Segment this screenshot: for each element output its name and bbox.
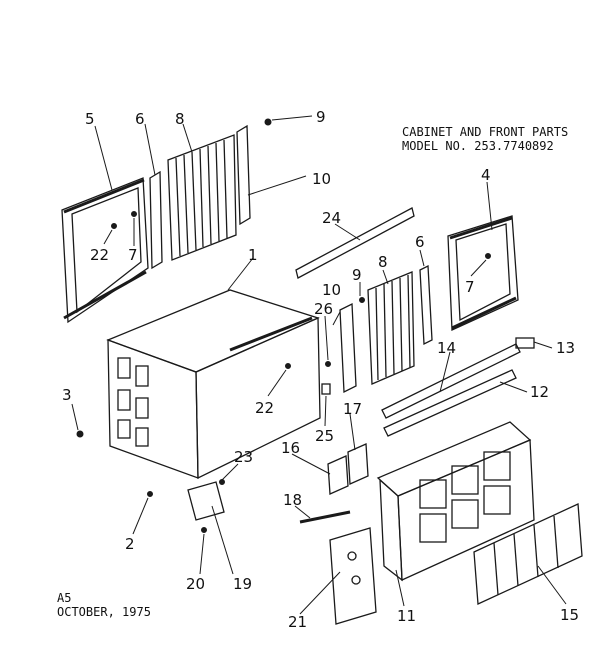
part-12-rail <box>383 369 517 437</box>
label-part-22-center: 22 <box>255 399 275 417</box>
label-part-8-right: 8 <box>378 253 388 271</box>
part-20-screw <box>201 527 207 533</box>
label-part-20: 20 <box>186 575 206 593</box>
label-part-6-left: 6 <box>135 110 145 128</box>
part-17-panel <box>347 443 369 485</box>
label-part-1: 1 <box>248 246 258 264</box>
part-6-side-strip-right <box>419 264 433 346</box>
label-part-25: 25 <box>315 427 335 445</box>
label-part-11: 11 <box>397 607 417 625</box>
part-26-screw <box>325 361 331 367</box>
part-22-screw-center <box>285 363 291 369</box>
part-10-bracket-left <box>236 124 251 226</box>
part-6-side-strip-left <box>149 170 163 270</box>
label-part-15: 15 <box>560 606 580 624</box>
label-part-23: 23 <box>234 448 254 466</box>
label-part-16: 16 <box>281 439 301 457</box>
part-23-screw <box>219 479 225 485</box>
leader-lines <box>94 123 567 615</box>
label-part-26: 26 <box>314 300 334 318</box>
part-4-frame-right <box>447 215 519 331</box>
part-25-clip <box>321 383 331 395</box>
part-3-screw <box>76 430 84 438</box>
label-part-4: 4 <box>481 166 491 184</box>
part-11-front-grille <box>376 421 535 582</box>
label-part-7-right: 7 <box>465 278 475 296</box>
label-part-9-right: 9 <box>352 266 362 284</box>
part-24-top-bar <box>295 207 415 279</box>
part-2-screw <box>147 491 153 497</box>
label-part-22-left: 22 <box>90 246 110 264</box>
part-18-rod <box>299 510 351 524</box>
label-part-12: 12 <box>530 383 550 401</box>
part-19-bracket <box>187 481 225 521</box>
label-part-10-top: 10 <box>312 170 332 188</box>
part-21-control-panel <box>329 527 377 625</box>
footer-date: OCTOBER, 1975 <box>57 605 151 619</box>
label-part-10-right: 10 <box>322 281 342 299</box>
label-part-8-left: 8 <box>175 110 185 128</box>
part-10-bracket-right <box>339 302 357 394</box>
label-part-21: 21 <box>288 613 308 631</box>
part-5-frame-left <box>61 177 149 324</box>
title-line-2: MODEL NO. 253.7740892 <box>402 139 554 153</box>
label-part-2: 2 <box>125 535 135 553</box>
label-part-3: 3 <box>62 386 72 404</box>
part-7-screw-left <box>131 211 137 217</box>
part-9-screw-left <box>264 118 272 126</box>
label-part-6-right: 6 <box>415 233 425 251</box>
part-14-rail <box>381 343 521 419</box>
label-part-18: 18 <box>283 491 303 509</box>
part-16-panel <box>327 455 349 495</box>
label-part-7-left: 7 <box>128 246 138 264</box>
footer-code: A5 <box>57 591 72 605</box>
part-22-screw-left <box>111 223 117 229</box>
part-1-cabinet <box>106 289 321 480</box>
label-part-24: 24 <box>322 209 342 227</box>
part-7-screw-right <box>485 253 491 259</box>
label-part-14: 14 <box>437 339 457 357</box>
title-line-1: CABINET AND FRONT PARTS <box>402 125 569 139</box>
part-15-filter <box>473 503 583 605</box>
label-part-9-top: 9 <box>316 108 326 126</box>
part-8-louver-left <box>167 134 237 261</box>
part-13-bracket <box>515 337 535 349</box>
part-9-screw-right <box>359 297 365 303</box>
label-part-17: 17 <box>343 400 363 418</box>
label-part-13: 13 <box>556 339 576 357</box>
part-8-louver-right <box>367 271 415 385</box>
label-part-5: 5 <box>85 110 95 128</box>
label-part-19: 19 <box>233 575 253 593</box>
